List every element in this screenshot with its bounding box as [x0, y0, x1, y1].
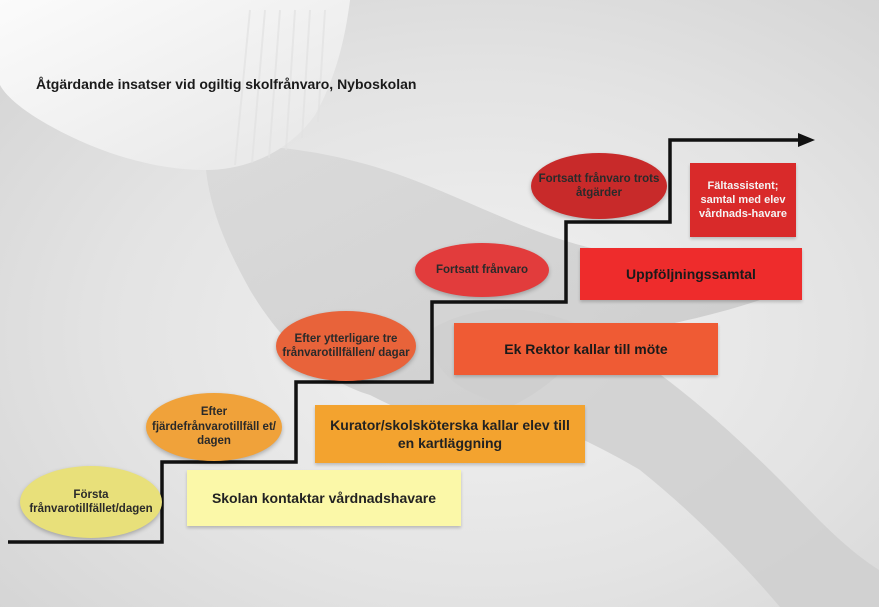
trigger-oval-5: Fortsatt frånvaro trots åtgärder: [531, 153, 667, 219]
action-3-text: Ek Rektor kallar till möte: [504, 340, 668, 357]
trigger-oval-1: Första frånvarotillfället/dagen: [20, 466, 162, 538]
trigger-oval-3: Efter ytterligare tre frånvarotillfällen…: [276, 311, 416, 381]
trigger-oval-4: Fortsatt frånvaro: [415, 243, 549, 297]
trigger-3-text: Efter ytterligare tre frånvarotillfällen…: [282, 332, 410, 359]
trigger-oval-2: Efter fjärdefrånvarotillfäll et/ dagen: [146, 393, 282, 461]
action-box-2: Kurator/skolsköterska kallar elev till e…: [315, 405, 585, 463]
diagram-title: Åtgärdande insatser vid ogiltig skolfrån…: [36, 76, 417, 92]
action-2-text: Kurator/skolsköterska kallar elev till e…: [330, 416, 570, 451]
action-4-text: Uppföljningssamtal: [626, 265, 756, 282]
action-box-1: Skolan kontaktar vårdnadshavare: [187, 470, 461, 526]
action-box-3: Ek Rektor kallar till möte: [454, 323, 718, 375]
trigger-5-text: Fortsatt frånvaro trots åtgärder: [538, 172, 660, 199]
trigger-4-text: Fortsatt frånvaro: [435, 263, 529, 276]
trigger-2-text: Efter fjärdefrånvarotillfäll et/ dagen: [152, 406, 276, 448]
action-box-4: Uppföljningssamtal: [580, 248, 802, 300]
trigger-1-text: Första frånvarotillfället/dagen: [29, 488, 153, 515]
action-5-text: Fältassistent; samtal med elev vårdnads-…: [698, 179, 788, 221]
action-1-text: Skolan kontaktar vårdnadshavare: [211, 489, 437, 506]
action-box-5: Fältassistent; samtal med elev vårdnads-…: [690, 163, 796, 237]
